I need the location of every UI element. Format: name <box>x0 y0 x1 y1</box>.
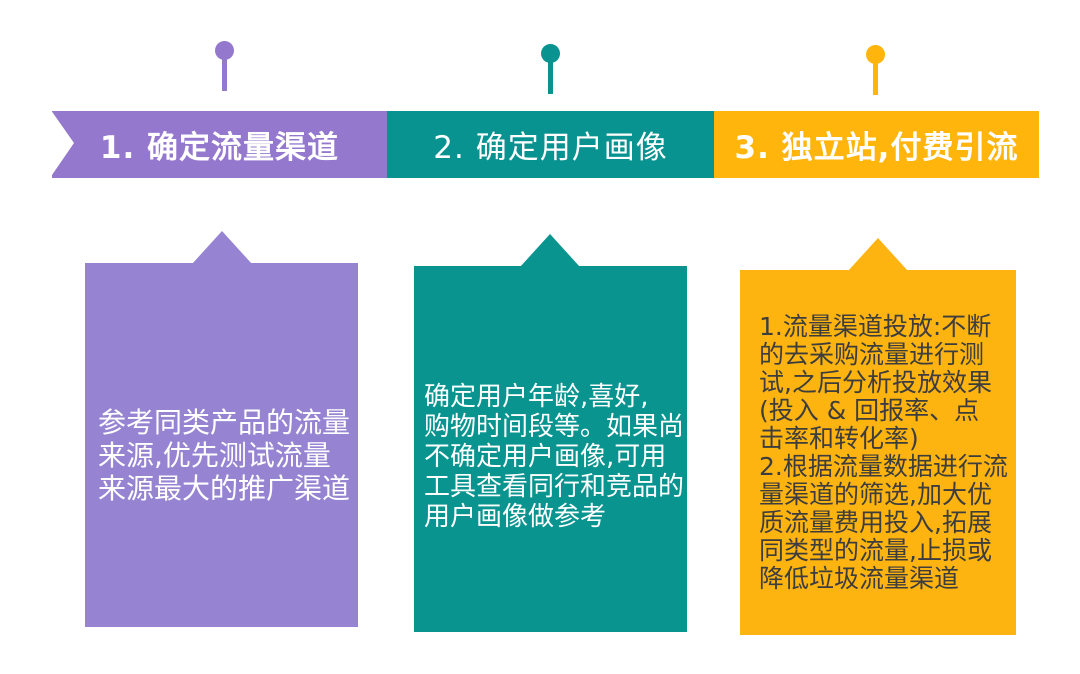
body-line: 击率和转化率) <box>759 423 919 453</box>
body-line: 来源,优先测试流量 <box>98 438 331 472</box>
step1-header-label: 1. 确定流量渠道 <box>99 130 340 166</box>
step3-header-label: 3. 独立站,付费引流 <box>734 130 1019 166</box>
body-line: 1.流量渠道投放:不断 <box>759 311 992 341</box>
body-line: 的去采购流量进行测 <box>759 339 985 369</box>
body-line: 用户画像做参考 <box>424 501 607 532</box>
step3-callout-pointer <box>848 238 908 271</box>
step2-header-label: 2. 确定用户画像 <box>433 130 668 166</box>
body-line: 2.根据流量数据进行流 <box>759 451 1008 481</box>
body-line: 不确定用户画像,可用 <box>424 441 667 472</box>
body-line: 量渠道的筛选,加大优 <box>759 479 992 509</box>
step3-header-banner: 3. 独立站,付费引流 <box>714 111 1039 178</box>
body-line: (投入 & 回报率、点 <box>759 395 980 425</box>
body-line: 试,之后分析投放效果 <box>759 367 992 397</box>
body-line: 购物时间段等。如果尚 <box>424 411 685 442</box>
step2-header-banner: 2. 确定用户画像 <box>387 111 714 178</box>
body-line: 来源最大的推广渠道 <box>98 471 351 505</box>
step1-pin-stem <box>222 58 227 91</box>
step3-callout: 1.流量渠道投放:不断 的去采购流量进行测 试,之后分析投放效果 (投入 & 回… <box>740 270 1016 635</box>
step3-pin-stem <box>873 62 878 95</box>
step1-callout: 参考同类产品的流量 来源,优先测试流量 来源最大的推广渠道 <box>85 263 358 627</box>
step2-pin-icon <box>541 44 560 63</box>
step2-pin-stem <box>548 61 553 94</box>
step1-header-banner: 1. 确定流量渠道 <box>52 111 387 178</box>
step1-callout-pointer <box>192 231 252 264</box>
body-line: 工具查看同行和竞品的 <box>424 471 685 502</box>
body-line: 参考同类产品的流量 <box>98 405 351 439</box>
step2-callout-pointer <box>520 234 580 267</box>
body-line: 同类型的流量,止损或 <box>759 535 992 565</box>
body-line: 质流量费用投入,拓展 <box>759 507 992 537</box>
step3-pin-icon <box>866 45 885 64</box>
body-line: 确定用户年龄,喜好, <box>424 381 649 412</box>
body-line: 降低垃圾流量渠道 <box>759 563 960 593</box>
step2-callout: 确定用户年龄,喜好, 购物时间段等。如果尚 不确定用户画像,可用 工具查看同行和… <box>414 266 687 632</box>
chevron-right-icon <box>41 96 74 191</box>
step1-pin-icon <box>215 41 234 60</box>
